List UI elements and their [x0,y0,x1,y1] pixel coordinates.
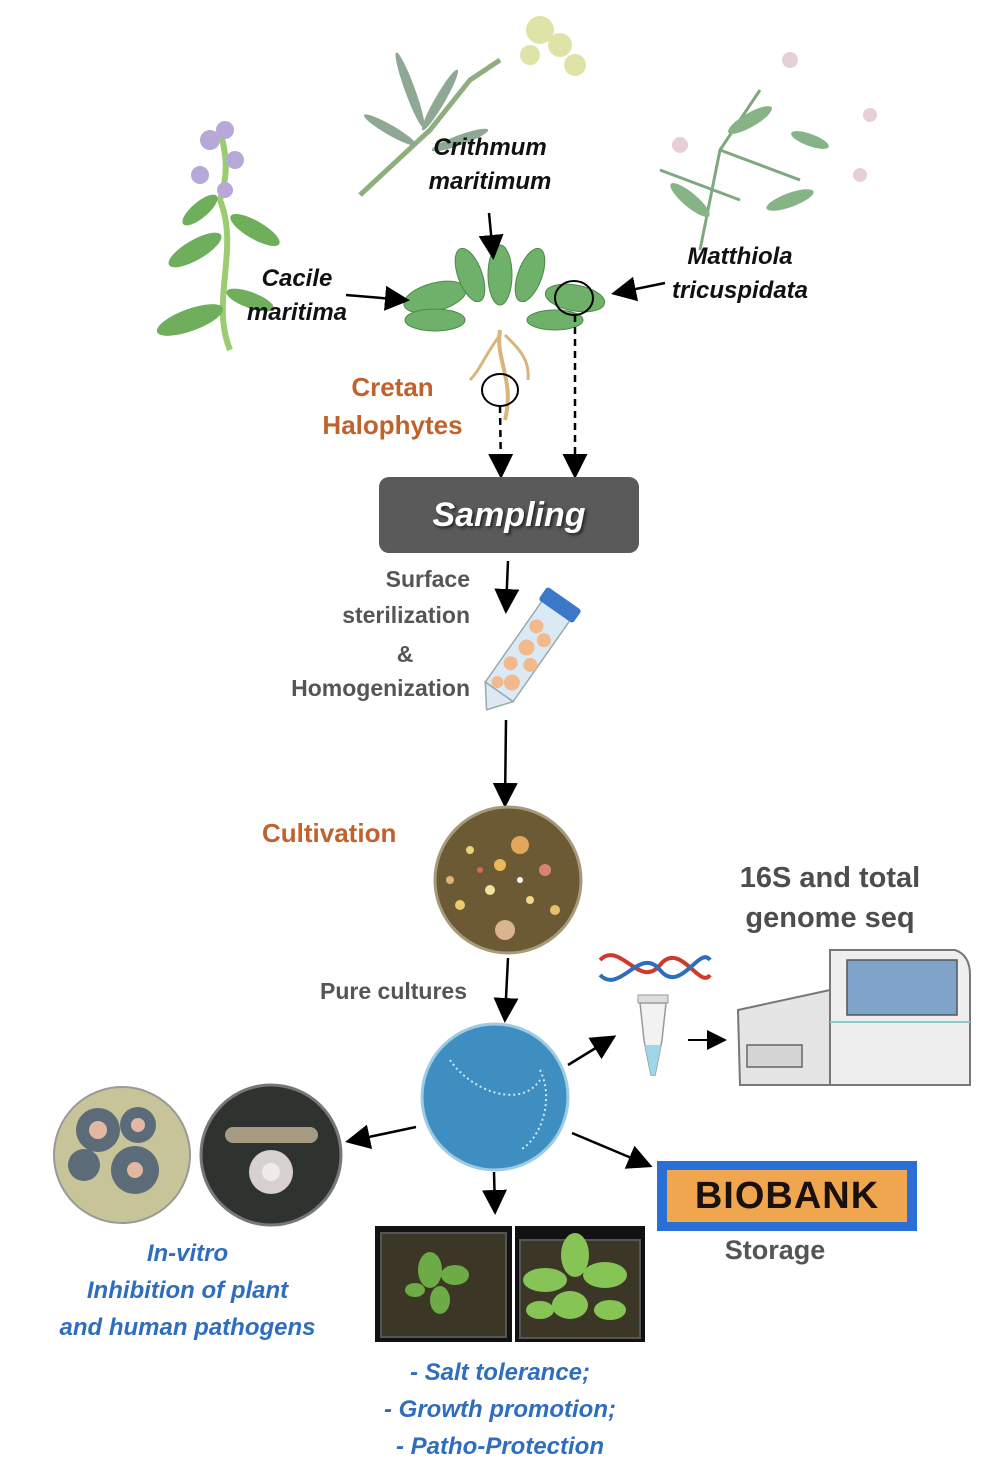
halophytes-label-line1: Cretan [351,372,434,402]
cacile-label-line2: maritima [246,299,348,326]
falcon-tube-icon [484,587,581,711]
sequencing-line1: 16S and total [739,862,921,894]
biobank-logo-text: BIOBANK [694,1174,880,1217]
arrow-pure-to-dna [567,1035,617,1067]
matthiola-label: Matthiola tricuspidata [655,240,825,308]
processing-label: Surface sterilization [260,561,470,633]
biobank-logo-inner: BIOBANK [667,1170,907,1222]
processing-line1: Surface [385,566,470,592]
arrow-pure-to-plants [481,1171,507,1215]
matthiola-label-line2: tricuspidata [671,277,809,304]
cultivation-label: Cultivation [262,818,397,848]
plant-assays-line3: - Patho-Protection [396,1433,604,1460]
invitro-line1: In-vitro [146,1240,229,1267]
dna-helix-icon [598,953,712,982]
arrow-tube-to-cultivation [492,719,518,808]
crithmum-plant-illustration [358,16,586,197]
invitro-line3: and human pathogens [59,1314,316,1341]
invitro-label: In-vitro Inhibition of plant and human p… [30,1235,345,1346]
matthiola-label-line1: Matthiola [687,243,793,270]
cultivation-petri-dish [433,805,583,955]
crithmum-label-line2: maritimum [428,168,552,195]
sampling-label: Sampling [432,495,586,534]
plant-pot-control [375,1226,512,1342]
matthiola-plant-illustration [659,52,877,251]
invitro-inhibition-plate [53,1086,191,1224]
crithmum-label-line1: Crithmum [433,134,547,161]
sequencing-line2: genome seq [745,902,915,934]
processing-line4: Homogenization [291,675,470,701]
pure-cultures-label: Pure cultures [320,978,467,1004]
arrow-pure-to-biobank [571,1131,653,1169]
arrow-cacile [345,285,410,311]
arrow-pure-to-invitro [345,1124,417,1150]
processing-line2: sterilization [342,602,470,628]
biobank-logo: BIOBANK [657,1161,917,1231]
plant-assays-line2: - Growth promotion; [384,1396,616,1423]
crithmum-label: Crithmum maritimum [400,131,580,199]
halophytes-label: Cretan Halophytes [300,368,485,444]
plant-assays-line1: - Salt tolerance; [409,1359,591,1386]
sequencing-label: 16S and total genome seq [715,858,945,938]
arrow-crithmum [478,212,504,260]
sampling-box: Sampling [379,477,639,553]
cacile-label: Cacile maritima [232,262,362,330]
plant-pot-treated [515,1226,645,1342]
processing-ampersand: & [396,641,414,667]
arrow-matthiola [611,276,666,302]
cacile-label-line1: Cacile [261,265,333,292]
plant-assays-label: - Salt tolerance; - Growth promotion; - … [340,1354,660,1465]
sequencer-machine-icon [736,949,971,1086]
invitro-line2: Inhibition of plant [86,1277,289,1304]
arrow-cultivation-to-pure [493,957,519,1023]
cacile-plant-illustration [156,121,280,352]
microtube-icon [637,994,669,1076]
arrow-root-to-sampling [488,405,514,479]
invitro-fungal-plate [199,1083,343,1227]
storage-label: Storage [724,1235,826,1265]
pure-culture-petri-dish [420,1022,570,1172]
halophytes-label-line2: Halophytes [322,410,463,440]
root-sample-circle [481,373,519,407]
arrow-sampling-to-tube [494,560,520,614]
